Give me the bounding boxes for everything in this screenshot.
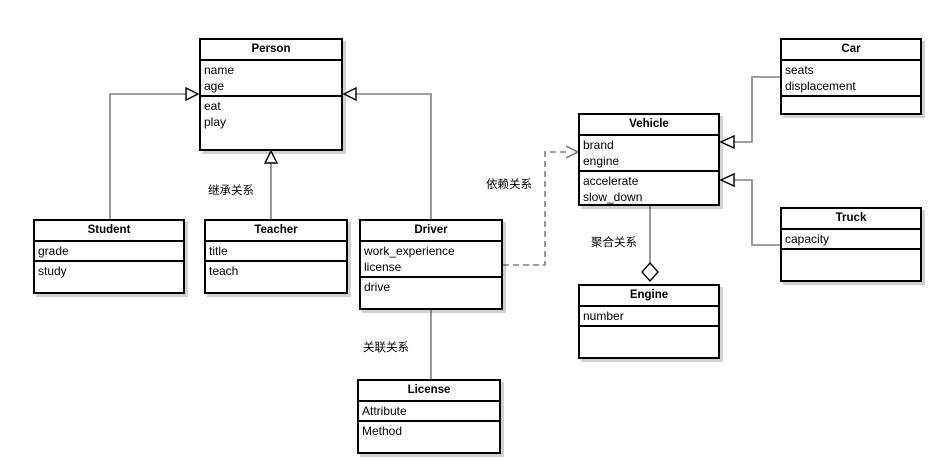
attribute-row: license xyxy=(364,260,402,274)
relationship-truck-vehicle xyxy=(719,172,780,246)
class-box-teacher[interactable]: Teacher title teach xyxy=(204,219,348,294)
class-box-car[interactable]: Car seats displacement xyxy=(780,38,922,115)
class-methods: eat play xyxy=(201,97,341,153)
method-row: play xyxy=(204,115,227,129)
attribute-row: age xyxy=(204,79,225,93)
method-row: slow_down xyxy=(583,190,643,204)
attribute-row: displacement xyxy=(785,79,856,93)
class-methods: study xyxy=(35,262,183,296)
method-row: eat xyxy=(204,99,221,113)
class-attributes: seats displacement xyxy=(782,61,920,97)
label-inheritance-relation: 继承关系 xyxy=(208,183,254,197)
class-title: Driver xyxy=(361,221,501,242)
class-box-student[interactable]: Student grade study xyxy=(33,219,185,294)
attribute-row: seats xyxy=(785,63,814,77)
class-title: Car xyxy=(782,40,920,61)
attribute-row: title xyxy=(209,244,228,258)
class-title: Engine xyxy=(580,286,718,307)
relationship-vehicle-engine xyxy=(641,206,659,283)
class-title: Vehicle xyxy=(580,115,718,136)
class-title: License xyxy=(359,381,499,402)
relationship-driver-person xyxy=(342,86,432,219)
class-box-vehicle[interactable]: Vehicle brand engine accelerate slow_dow… xyxy=(578,113,720,206)
class-attributes: title xyxy=(206,242,346,262)
class-box-truck[interactable]: Truck capacity xyxy=(780,207,922,282)
class-title: Teacher xyxy=(206,221,346,242)
attribute-row: brand xyxy=(583,138,614,152)
class-methods xyxy=(782,250,920,284)
class-attributes: Attribute xyxy=(359,402,499,422)
attribute-row: name xyxy=(204,63,235,77)
class-methods: Method xyxy=(359,422,499,456)
class-box-engine[interactable]: Engine number xyxy=(578,284,720,359)
class-box-driver[interactable]: Driver work_experience license drive xyxy=(359,219,503,310)
class-attributes: capacity xyxy=(782,230,920,250)
attribute-row: grade xyxy=(38,244,69,258)
label-dependency-relation: 依赖关系 xyxy=(486,177,532,191)
class-methods: drive xyxy=(361,278,501,312)
method-row: accelerate xyxy=(583,174,639,188)
attribute-row: number xyxy=(583,309,624,323)
class-box-person[interactable]: Person name age eat play xyxy=(199,38,343,151)
class-attributes: name age xyxy=(201,61,341,97)
class-methods xyxy=(580,327,718,361)
label-association-relation: 关联关系 xyxy=(363,340,409,354)
method-row: drive xyxy=(364,280,391,294)
method-row: Method xyxy=(362,424,403,438)
class-box-license[interactable]: License Attribute Method xyxy=(357,379,501,454)
class-attributes: brand engine xyxy=(580,136,718,172)
method-row: study xyxy=(38,264,67,278)
class-attributes: number xyxy=(580,307,718,327)
relationship-driver-vehicle xyxy=(503,145,580,266)
label-aggregation-relation: 聚合关系 xyxy=(591,235,637,249)
method-row: teach xyxy=(209,264,239,278)
class-methods xyxy=(782,97,920,117)
class-attributes: grade xyxy=(35,242,183,262)
attribute-row: work_experience xyxy=(364,244,455,258)
class-title: Person xyxy=(201,40,341,61)
attribute-row: engine xyxy=(583,154,620,168)
class-methods: accelerate slow_down xyxy=(580,172,718,208)
class-title: Truck xyxy=(782,209,920,230)
class-attributes: work_experience license xyxy=(361,242,501,278)
relationship-car-vehicle xyxy=(719,76,780,150)
class-title: Student xyxy=(35,221,183,242)
attribute-row: Attribute xyxy=(362,404,407,418)
relationship-teacher-person xyxy=(263,149,279,219)
attribute-row: capacity xyxy=(785,232,830,246)
class-methods: teach xyxy=(206,262,346,296)
